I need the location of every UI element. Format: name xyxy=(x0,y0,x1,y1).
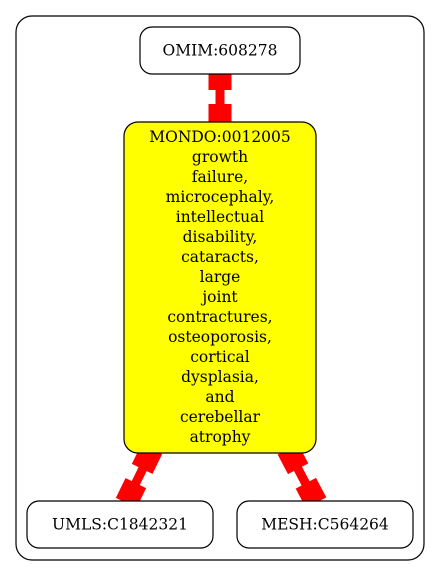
node-umls-box xyxy=(26,500,214,549)
node-umls-label: UMLS:C1842321 xyxy=(52,516,188,534)
node-mondo-line-7: large xyxy=(200,268,241,286)
node-mondo-line-15: atrophy xyxy=(190,428,251,446)
node-omim-box xyxy=(139,26,301,75)
node-mondo-line-10: osteoporosis, xyxy=(168,328,272,346)
node-mondo: MONDO:0012005 growth failure, microcepha… xyxy=(123,121,317,454)
node-mondo-line-2: failure, xyxy=(192,168,248,186)
node-mondo-line-6: cataracts, xyxy=(181,248,259,266)
node-mondo-line-11: cortical xyxy=(190,348,250,366)
node-mondo-line-12: dysplasia, xyxy=(181,368,259,386)
node-mondo-line-0: MONDO:0012005 xyxy=(149,128,291,146)
node-mondo-line-9: contractures, xyxy=(167,308,272,326)
node-mondo-line-3: microcephaly, xyxy=(166,188,275,206)
node-mesh-box xyxy=(236,500,414,549)
node-umls: UMLS:C1842321 xyxy=(26,500,214,549)
node-mondo-line-14: cerebellar xyxy=(180,408,261,426)
node-omim: OMIM:608278 xyxy=(139,26,301,75)
node-mondo-line-8: joint xyxy=(200,288,238,306)
edge-omim-mondo-marker-bottom xyxy=(208,104,232,126)
edge-omim-mondo xyxy=(208,68,232,126)
edge-mondo-umls xyxy=(115,444,163,508)
cluster-frame xyxy=(15,15,425,561)
node-mondo-line-5: disability, xyxy=(183,228,258,246)
node-mesh: MESH:C564264 xyxy=(236,500,414,549)
node-omim-label: OMIM:608278 xyxy=(163,42,278,60)
node-mondo-line-1: growth xyxy=(192,148,248,166)
node-mondo-box xyxy=(123,121,317,454)
node-mesh-label: MESH:C564264 xyxy=(261,516,389,534)
node-mondo-line-13: and xyxy=(205,388,234,406)
node-mondo-line-4: intellectual xyxy=(176,208,265,226)
